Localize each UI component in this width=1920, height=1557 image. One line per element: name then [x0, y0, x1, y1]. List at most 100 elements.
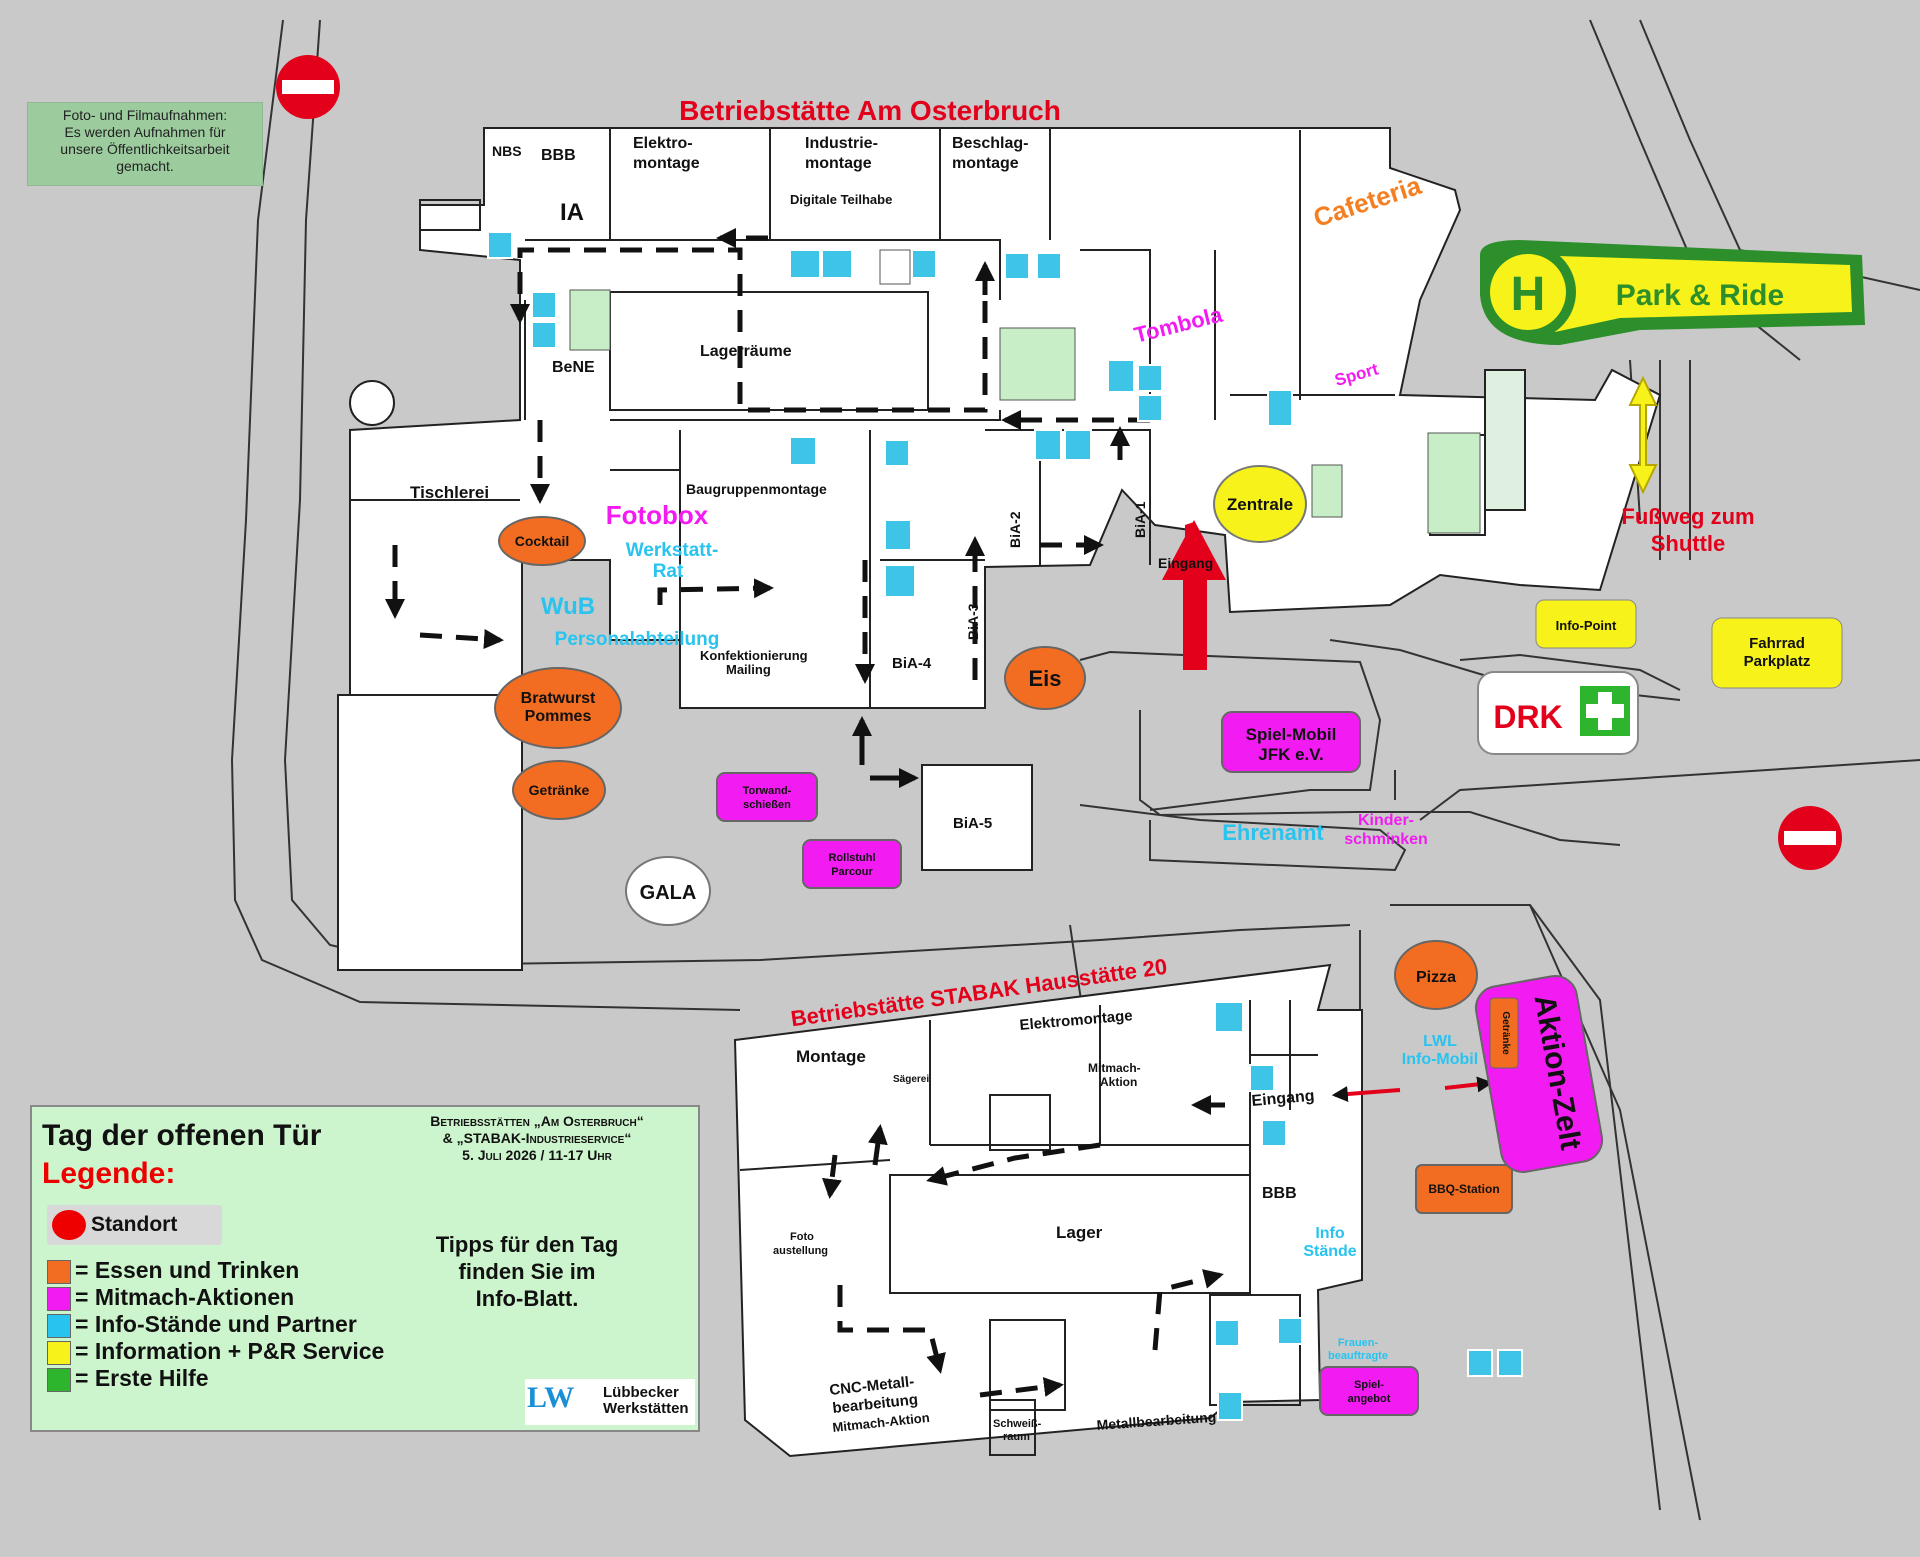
stabak-building: [733, 963, 1363, 1458]
room-elektro-2: montage: [633, 155, 700, 172]
info-point-marker: [1535, 599, 1637, 649]
fussweg-label-1: Fußweg zum: [1621, 504, 1754, 529]
courtyards: [569, 289, 1481, 534]
legend-item: = Mitmach-Aktionen: [47, 1284, 294, 1311]
photo-notice-line: unsere Öffentlichkeitsarbeit: [60, 141, 230, 157]
luebbecker-werkstaetten-logo: LW Lübbecker Werkstätten: [525, 1379, 695, 1425]
entrance-label: Eingang: [1158, 555, 1213, 571]
event-line: Betriebsstätten „Am Osterbruch“: [430, 1113, 644, 1129]
werkstatt-label-1: Werkstatt-: [626, 540, 719, 561]
bratwurst-label-2: Pommes: [525, 708, 592, 725]
service-swatch-icon: [47, 1340, 71, 1365]
drk-first-aid: DRK: [1477, 671, 1639, 755]
legend-item: = Erste Hilfe: [47, 1365, 209, 1392]
room-industrie-1: Industrie-: [805, 135, 878, 152]
zentrale-marker: [1213, 465, 1307, 543]
bratwurst-label-1: Bratwurst: [521, 690, 596, 707]
eis-label: Eis: [1028, 666, 1061, 691]
activity-stations: [716, 711, 1604, 1416]
zelt-getraenke-station: [1489, 997, 1519, 1069]
frauen-label-1: Frauen-: [1338, 1337, 1379, 1349]
wub-label: WuB: [541, 593, 595, 620]
room-digitale-teilhabe: Digitale Teilhabe: [790, 192, 892, 207]
room-s-eingang: Eingang: [1251, 1088, 1315, 1110]
spielmobil-label-1: Spiel-Mobil: [1246, 725, 1337, 744]
room-s-schweiss-1: Schweiß-: [993, 1418, 1042, 1430]
shuttle-arrows-icon: [1628, 375, 1658, 495]
legend-box: Tag der offenen Tür Legende: Standort = …: [30, 1105, 700, 1432]
photo-notice-line: Foto- und Filmaufnahmen:: [62, 107, 228, 123]
legend-standort-label: Standort: [91, 1213, 178, 1236]
fahrrad-label-2: Parkplatz: [1744, 653, 1811, 670]
room-nbs: NBS: [492, 143, 522, 159]
info-staende-label-1: Info: [1315, 1225, 1345, 1242]
room-s-foto-1: Foto: [790, 1231, 814, 1243]
getraenke-label: Getränke: [529, 782, 590, 798]
room-beschlag-2: montage: [952, 155, 1019, 172]
room-bia5: BiA-5: [953, 815, 992, 832]
room-bia1: BiA-1: [1132, 501, 1148, 538]
room-s-mitmach-1: Mitmach-: [1088, 1061, 1141, 1075]
baby-changing-icon: [879, 249, 911, 285]
room-bbb: BBB: [541, 147, 576, 164]
photo-notice-line: Es werden Aufnahmen für: [64, 124, 226, 140]
bbq-label: BBQ-Station: [1428, 1182, 1499, 1196]
rollstuhl-label-2: Parcour: [831, 866, 873, 878]
room-tischlerei: Tischlerei: [410, 483, 489, 502]
park-and-ride-label: Park & Ride: [1616, 279, 1784, 312]
frauen-label-2: beauftragte: [1328, 1350, 1388, 1362]
standort-dot-icon: [52, 1210, 86, 1240]
room-konf-1: Konfektionierung: [700, 648, 808, 663]
first-aid-swatch-icon: [47, 1367, 71, 1392]
park-and-ride-sign: H Park & Ride: [1480, 240, 1865, 345]
info-point-label: Info-Point: [1556, 618, 1617, 633]
main-entrance-arrow: [1162, 520, 1226, 670]
event-info: Betriebsstätten „Am Osterbruch“ & „STABA…: [387, 1113, 687, 1164]
no-entry-sign-icon: [276, 55, 340, 119]
food-stations: [494, 516, 1513, 1214]
info-staende-label-2: Stände: [1303, 1243, 1356, 1260]
spielangebot-label-1: Spiel-: [1354, 1379, 1384, 1391]
round-structure: [349, 380, 395, 426]
room-bia3: BiA-3: [965, 603, 981, 640]
gala-marker: [625, 856, 711, 926]
legend-title: Tag der offenen Tür: [42, 1119, 322, 1152]
room-s-saegerei: Sägerei: [893, 1074, 929, 1085]
walking-routes: [385, 228, 1225, 1398]
room-s-mitmach-2: Aktion: [1100, 1075, 1137, 1089]
spielangebot-label-2: angebot: [1348, 1393, 1391, 1405]
ehrenamt-label: Ehrenamt: [1222, 820, 1324, 845]
activity-swatch-icon: [47, 1286, 71, 1311]
room-s-bbb: BBB: [1262, 1185, 1297, 1202]
werkstatt-label-2: Rat: [653, 561, 684, 582]
legend-subtitle: Legende:: [42, 1157, 176, 1190]
room-baugruppen: Baugruppenmontage: [686, 481, 827, 497]
free-labels: Cafeteria Tombola Sport Fotobox Werkstat…: [541, 170, 1755, 1362]
logo-mark-icon: LW: [527, 1381, 575, 1414]
stabak-entrance-arrow: [1331, 1076, 1494, 1102]
fotobox-label: Fotobox: [606, 500, 709, 530]
room-bene: BeNE: [552, 359, 595, 376]
gala-label: GALA: [640, 882, 697, 904]
lwl-label-1: LWL: [1423, 1033, 1457, 1050]
room-s-montage: Montage: [796, 1047, 866, 1066]
logo-name: Lübbecker Werkstätten: [603, 1384, 689, 1417]
room-bia2: BiA-2: [1007, 511, 1023, 548]
first-aid-cross-icon: [1580, 686, 1630, 736]
zentrale-label: Zentrale: [1227, 495, 1293, 514]
food-swatch-icon: [47, 1259, 71, 1284]
torwand-label-2: schießen: [743, 799, 791, 811]
event-date: 5. Juli 2026 / 11-17 Uhr: [462, 1147, 612, 1163]
event-line: & „STABAK-Industrieservice“: [442, 1130, 632, 1146]
kinder-label-2: schminken: [1344, 831, 1428, 848]
torwand-label-1: Torwand-: [743, 785, 792, 797]
room-lager: Lagerräume: [700, 343, 792, 360]
osterbruch-title: Betriebstätte Am Osterbruch: [679, 95, 1061, 126]
room-industrie-2: montage: [805, 155, 872, 172]
no-entry-sign-icon: [1778, 806, 1842, 870]
stabak-room-labels: Montage Sägerei Elektromontage Mitmach- …: [773, 1007, 1315, 1443]
osterbruch-room-labels: NBS BBB IA Elektro- montage Industrie- m…: [410, 135, 1213, 832]
personal-label: Personalabteilung: [555, 629, 720, 650]
spielmobil-label-2: JFK e.V.: [1258, 745, 1324, 764]
room-ia: IA: [560, 199, 584, 226]
